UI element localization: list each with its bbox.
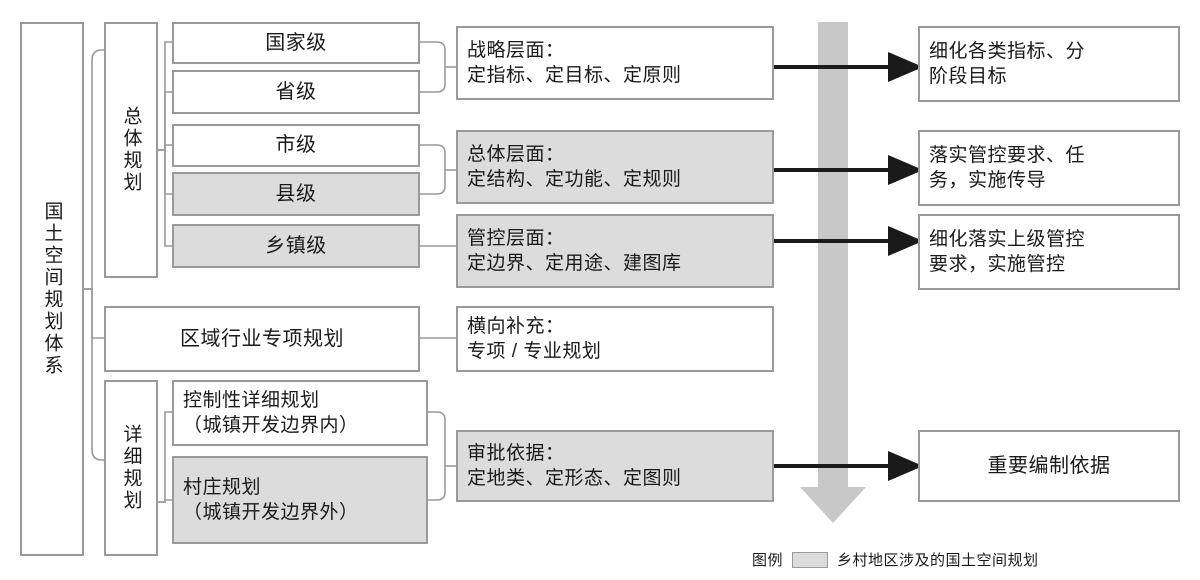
legend-swatch-icon [792,551,829,568]
connector-root-to-detailed [84,288,104,461]
special-plan-box[interactable]: 区域行业专项规划 [104,306,420,372]
arrow-head-2 [888,154,924,186]
aspect-box-strategic[interactable]: 战略层面： 定指标、定目标、定原则 [456,26,774,100]
plan-level-label-city: 市级 [275,134,317,157]
arrow-head-3 [888,225,924,257]
group-label-detailed: 详细规划 [120,424,142,512]
plan-level-box-township[interactable]: 乡镇级 [172,224,420,268]
bracket-levels-1-2-top [420,41,446,54]
detailed-plan-box-village[interactable]: 村庄规划 （城镇开发边界外） [172,456,428,544]
connector-overall-to-level-5 [158,149,172,247]
plan-level-box-provincial[interactable]: 省级 [172,70,420,114]
legend-title: 图例 [752,552,784,569]
arrow-head-4 [888,450,924,482]
aspect-box-overall[interactable]: 总体层面： 定结构、定功能、定规则 [456,130,774,204]
bracket-levels-1-2-bottom [420,80,446,93]
group-label-overall: 总体规划 [120,106,142,194]
root-system-label: 国土空间规划体系 [41,201,63,377]
connector-root-to-overall [84,49,104,290]
connector-overall-to-level-2 [158,91,172,151]
detailed-plan-label-regulatory: 控制性详细规划 （城镇开发边界内） [183,389,359,436]
aspect-label-overall: 总体层面： 定结构、定功能、定规则 [467,143,682,190]
outcome-box-transmission[interactable]: 落实管控要求、任 务，实施传导 [918,130,1180,206]
aspect-label-strategic: 战略层面： 定指标、定目标、定原则 [467,39,682,86]
plan-level-label-county: 县级 [275,182,317,205]
plan-level-box-national[interactable]: 国家级 [172,22,420,64]
outcome-label-indicators: 细化各类指标、分 阶段目标 [929,40,1086,87]
special-plan-label: 区域行业专项规划 [180,327,344,350]
outcome-box-basis[interactable]: 重要编制依据 [918,430,1180,502]
bracket-levels-3-4-top [420,144,446,158]
connector-detailed-to-plan-2 [158,499,172,503]
bracket-detail-bottom [428,478,446,501]
plan-level-label-provincial: 省级 [275,80,317,103]
plan-level-label-township: 乡镇级 [265,234,327,257]
outcome-label-control: 细化落实上级管控 要求，实施管控 [929,228,1086,275]
plan-level-box-city[interactable]: 市级 [172,124,420,167]
arrow-head-1 [888,51,924,83]
aspect-label-approval: 审批依据： 定地类、定形态、定图则 [467,442,682,489]
flow-arrows [774,51,924,482]
group-box-overall[interactable]: 总体规划 [104,22,158,278]
outcome-box-control[interactable]: 细化落实上级管控 要求，实施管控 [918,214,1180,290]
aspect-label-supplement: 横向补充： 专项 / 专业规划 [467,315,602,362]
bracket-detail-top [428,411,446,455]
aspect-box-control[interactable]: 管控层面： 定边界、定用途、建图库 [456,214,774,288]
detailed-plan-label-village: 村庄规划 （城镇开发边界外） [183,476,359,523]
aspect-box-approval[interactable]: 审批依据： 定地类、定形态、定图则 [456,430,774,502]
plan-level-box-county[interactable]: 县级 [172,172,420,216]
group-box-detailed[interactable]: 详细规划 [104,380,158,556]
outcome-box-indicators[interactable]: 细化各类指标、分 阶段目标 [918,26,1180,102]
detailed-plan-box-regulatory[interactable]: 控制性详细规划 （城镇开发边界内） [172,380,428,446]
legend-description: 乡村地区涉及的国土空间规划 [837,552,1039,569]
bracket-levels-3-4-bottom [420,182,446,195]
downward-gray-arrow [800,22,866,523]
legend: 图例 乡村地区涉及的国土空间规划 [752,549,1039,570]
aspect-box-supplement[interactable]: 横向补充： 专项 / 专业规划 [456,306,774,372]
plan-level-label-national: 国家级 [265,31,327,54]
outcome-label-basis: 重要编制依据 [987,454,1111,477]
connector-detailed-to-plan-1 [158,411,172,503]
outcome-label-transmission: 落实管控要求、任 务，实施传导 [929,144,1086,191]
aspect-label-control: 管控层面： 定边界、定用途、建图库 [467,227,682,274]
root-system-box[interactable]: 国土空间规划体系 [20,22,84,556]
